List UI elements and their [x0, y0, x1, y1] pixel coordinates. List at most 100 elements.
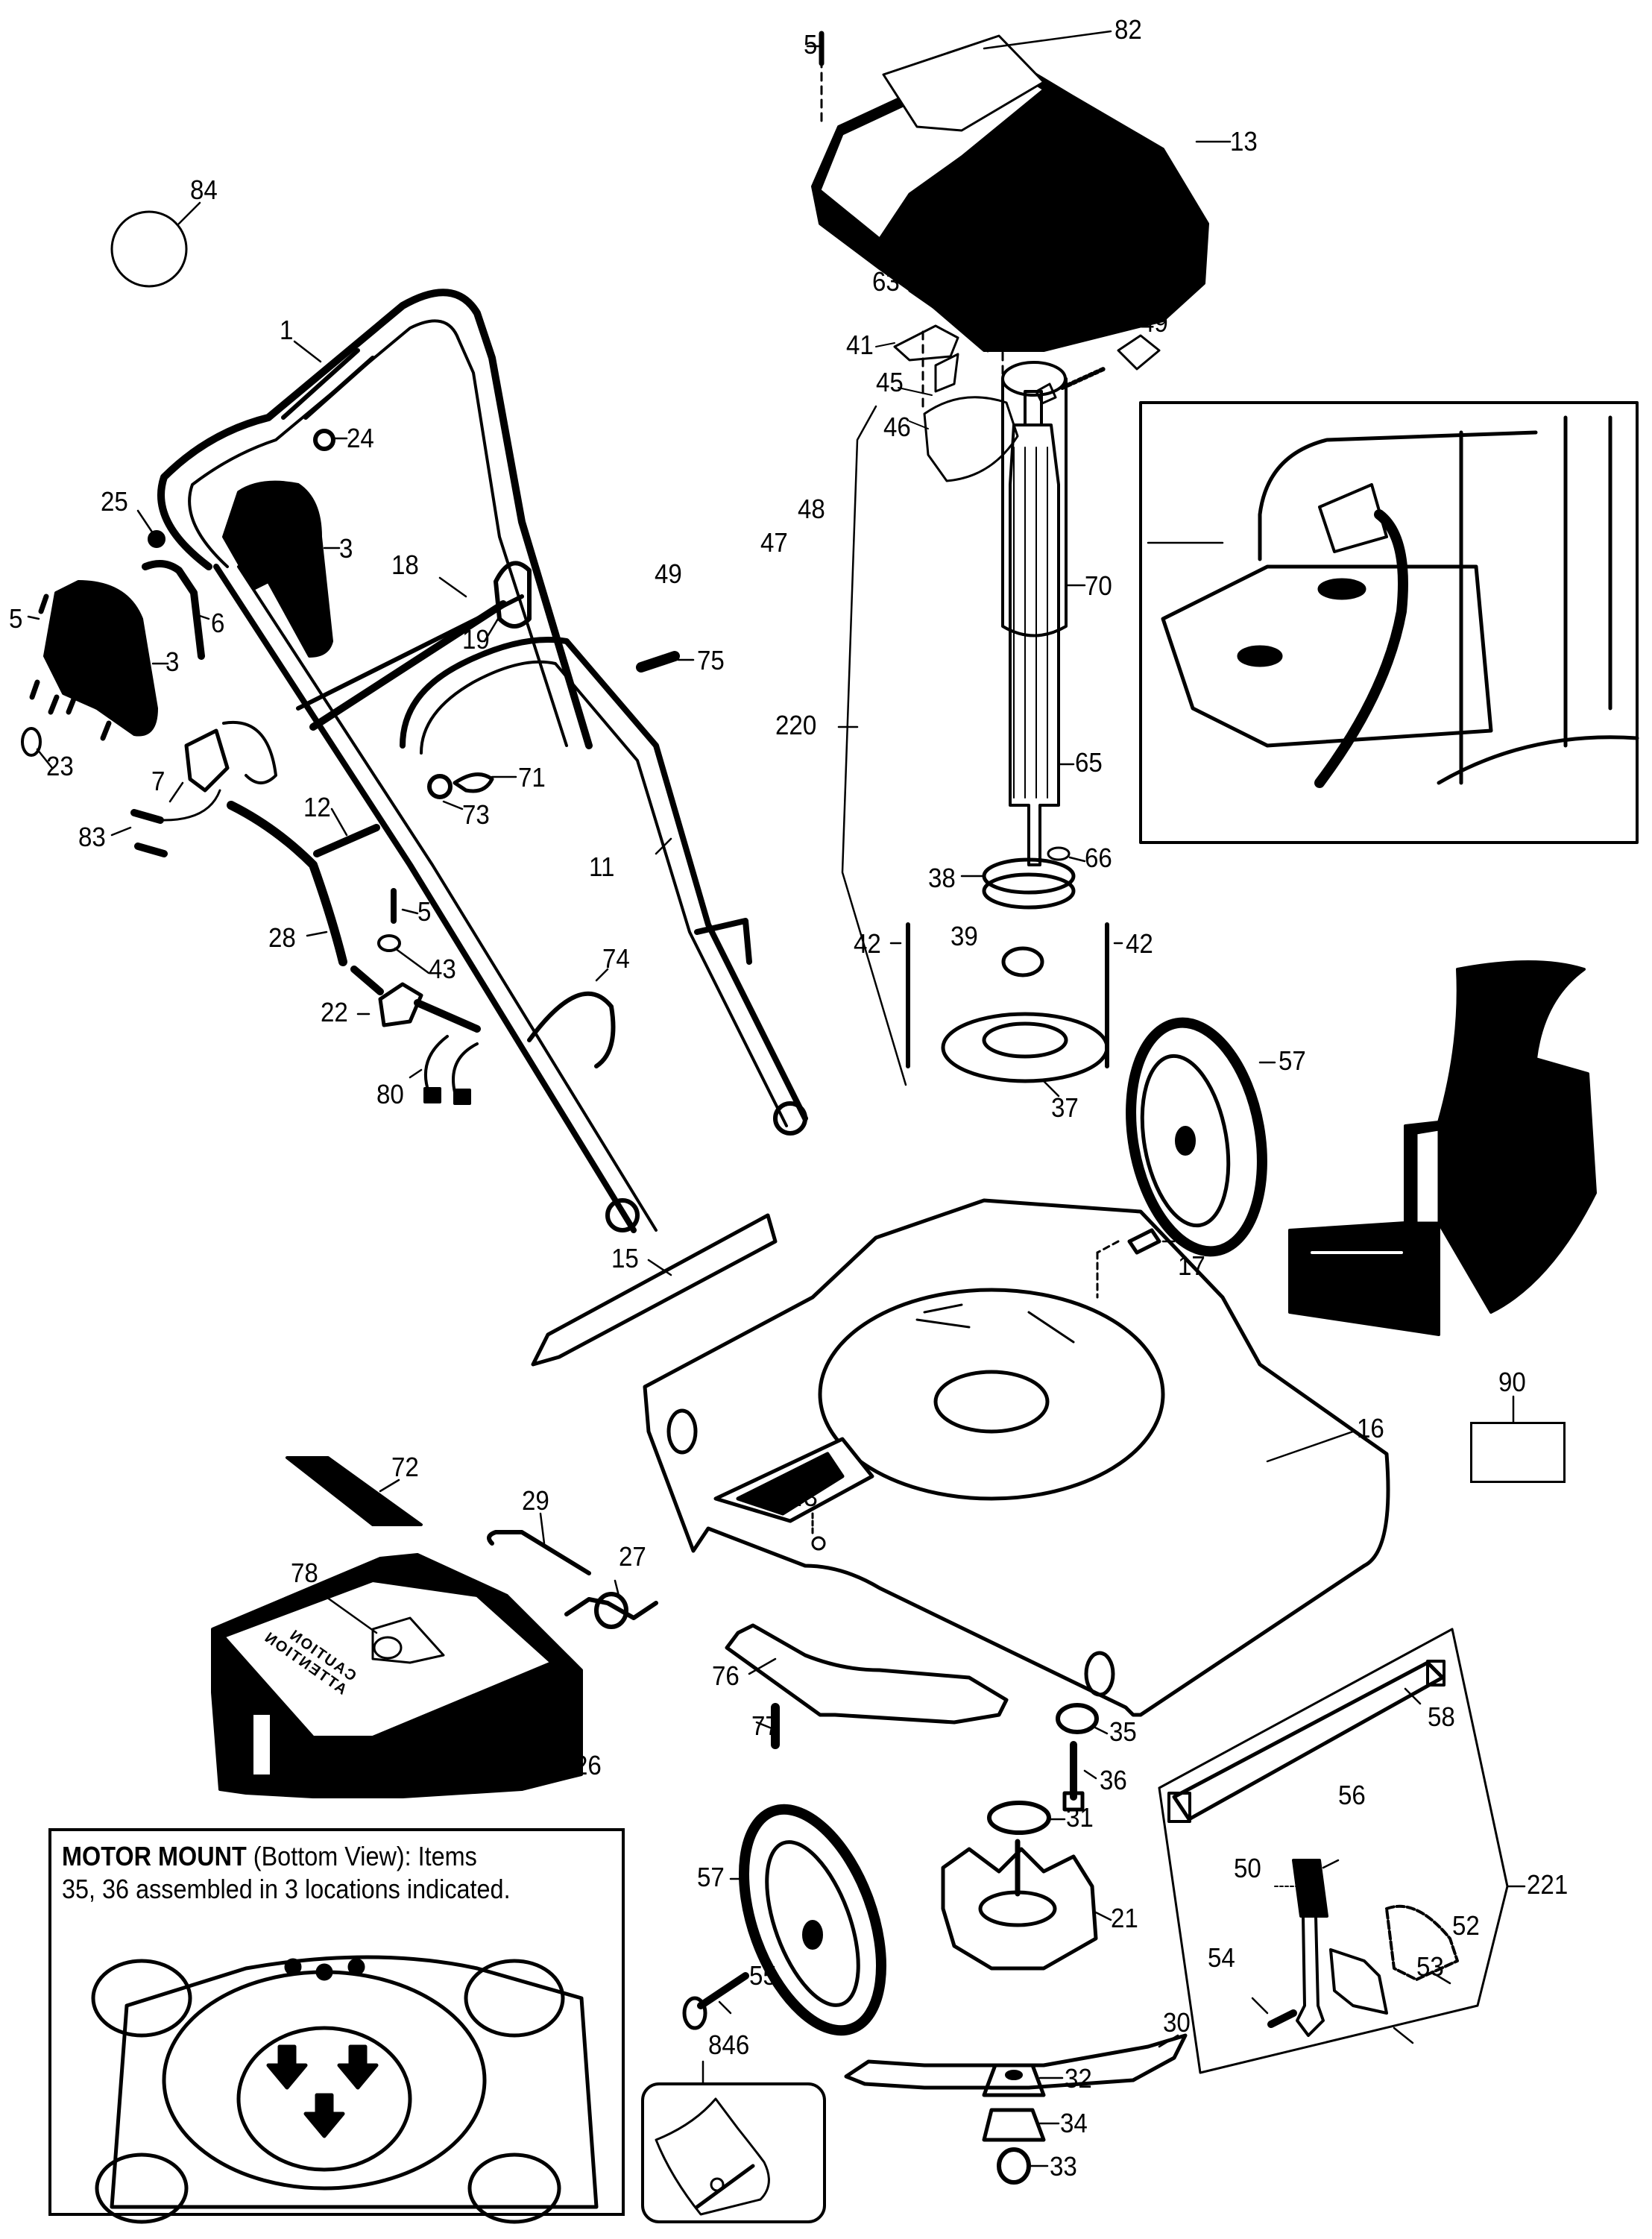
motor-mount-subheading: (Bottom View): Items — [246, 1841, 477, 1871]
callout-7: 7 — [151, 766, 165, 796]
callout-5: 5 — [804, 29, 818, 60]
callout-42-right: 42 — [1126, 928, 1153, 959]
part-31-washer — [987, 1801, 1051, 1835]
callout-73: 73 — [462, 799, 490, 830]
screws-group-left — [29, 593, 112, 741]
callout-29: 29 — [522, 1485, 549, 1516]
callout-55: 55 — [749, 1960, 777, 1991]
callout-63: 63 — [872, 266, 900, 297]
callout-90: 90 — [1498, 1367, 1526, 1397]
part-71-wingnut — [453, 772, 494, 793]
callout-34: 34 — [1060, 2108, 1088, 2138]
part-56-lever-grip — [1292, 1859, 1328, 1918]
callout-220: 220 — [775, 710, 817, 740]
part-19-clip — [494, 561, 532, 629]
motor-mount-instructions: 35, 36 assembled in 3 locations indicate… — [62, 1874, 511, 1904]
callout-72: 72 — [391, 1452, 419, 1482]
part-38-bearing — [982, 857, 1076, 910]
part-846-hardware-kit — [641, 2082, 826, 2223]
assembly-221-bracket — [1158, 1628, 1509, 2074]
motor-mount-heading: MOTOR MOUNT — [62, 1841, 247, 1871]
callout-12: 12 — [303, 792, 331, 822]
callout-25: 25 — [101, 486, 128, 517]
part-12-strain-relief — [313, 824, 380, 857]
part-20-rear-flap — [1288, 960, 1597, 1336]
callout-48: 48 — [798, 494, 825, 524]
part-33-blade-nut — [997, 2147, 1031, 2185]
part-70-bearing-cup — [1001, 361, 1068, 637]
part-32-blade-adapter — [982, 2063, 1046, 2097]
part-18-rod — [309, 600, 507, 731]
callout-75: 75 — [697, 645, 725, 676]
part-39-nut — [1001, 946, 1044, 977]
detail-inset — [1139, 401, 1639, 844]
part-15-deflector-rail — [531, 1213, 778, 1367]
callout-13: 13 — [1230, 126, 1258, 157]
callout-38: 38 — [928, 863, 956, 893]
callout-17: 17 — [1178, 1250, 1205, 1281]
callout-50: 50 — [1234, 1853, 1261, 1883]
part-65-armature — [1009, 390, 1060, 866]
callout-26: 26 — [574, 1750, 602, 1780]
callout-57-lower: 57 — [697, 1862, 725, 1892]
callout-6: 6 — [211, 608, 225, 638]
callout-45: 45 — [876, 367, 904, 397]
part-22-cord-clamp — [378, 982, 423, 1027]
part-53-plate — [1329, 1948, 1388, 2015]
part-30-blade — [844, 2033, 1188, 2090]
callout-35: 35 — [1109, 1716, 1137, 1747]
callout-78: 78 — [291, 1558, 318, 1588]
part-58-height-bar — [1172, 1660, 1445, 1821]
part-7-switch — [184, 728, 230, 793]
callout-44: 44 — [1025, 285, 1053, 315]
callout-15: 15 — [611, 1243, 639, 1273]
part-83-terminals — [130, 809, 168, 857]
callout-46: 46 — [883, 412, 911, 442]
inset-brush-detail — [1161, 415, 1639, 788]
callout-49: 49 — [1141, 307, 1168, 338]
callout-39: 39 — [950, 921, 978, 951]
part-75-bolt — [636, 651, 680, 673]
callout-37: 37 — [1051, 1092, 1079, 1123]
callout-52: 52 — [1452, 1910, 1480, 1941]
callout-5-upper: 5 — [967, 270, 981, 300]
callout-47: 47 — [760, 527, 788, 558]
callout-43: 43 — [1025, 315, 1053, 345]
part-73-washer — [427, 774, 453, 799]
part-43-washer-deck — [811, 1536, 826, 1551]
callout-3-upper: 3 — [339, 533, 353, 564]
part-46-brush-holder — [923, 396, 1019, 482]
part-3-handle-knob-lower — [43, 580, 158, 737]
callout-65: 65 — [1075, 747, 1103, 778]
callout-20: 20 — [1487, 1150, 1515, 1180]
callout-53: 53 — [1416, 1951, 1444, 1982]
assembly-220-bracket — [841, 405, 907, 1086]
callout-21: 21 — [1111, 1903, 1138, 1933]
part-84-label-disc — [110, 210, 188, 288]
callout-56: 56 — [1338, 1780, 1366, 1810]
callout-5-left: 5 — [9, 603, 23, 634]
part-26-grass-catcher — [211, 1553, 583, 1798]
callout-27: 27 — [619, 1541, 646, 1572]
callout-76: 76 — [712, 1660, 740, 1691]
callout-32: 32 — [1065, 2063, 1092, 2094]
callout-43-deck: 43 — [790, 1481, 818, 1512]
callout-71: 71 — [518, 762, 546, 793]
callout-33: 33 — [1050, 2151, 1077, 2182]
part-1-upper-handle — [157, 289, 593, 749]
part-90-label-box — [1470, 1422, 1566, 1483]
part-6-pin — [142, 560, 205, 660]
part-80-wire-leads — [423, 1035, 479, 1094]
part-16-mower-deck — [643, 1198, 1390, 1717]
part-50-lever — [1296, 1915, 1325, 2037]
part-27-spring — [564, 1597, 658, 1620]
callout-19: 19 — [462, 624, 490, 655]
callout-846: 846 — [708, 2029, 750, 2060]
callout-18: 18 — [391, 549, 419, 580]
callout-54: 54 — [1208, 1942, 1235, 1973]
part-23-clip — [21, 727, 42, 757]
part-54-screw — [1267, 2009, 1297, 2028]
callout-36: 36 — [1100, 1765, 1127, 1795]
callout-74: 74 — [602, 943, 630, 974]
